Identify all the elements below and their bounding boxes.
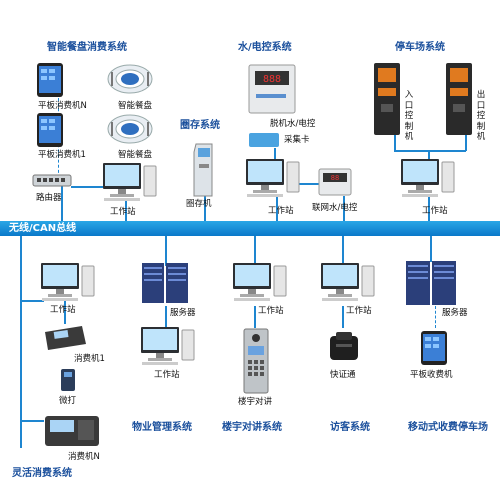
server-mobile-label: 服务器 [442,308,468,318]
workstation-icon [246,159,300,197]
connector-line [20,300,44,302]
connector-line [342,306,344,328]
connector-line [276,196,278,221]
server-property-label: 服务器 [170,308,196,318]
workstation-icon [401,159,455,197]
system-title-property: 物业管理系统 [132,422,192,433]
bus-label: 无线/CAN总线 [9,223,77,234]
online-controller-icon: 88 [318,168,352,196]
entry-controller-icon [374,63,400,135]
system-title-flexible-pay: 灵活消费系统 [12,468,72,479]
exit-controller-icon [446,63,472,135]
pos-n-icon [45,416,99,446]
intercom-unit-label: 楼宇对讲 [238,397,273,407]
connector-line [342,236,344,264]
system-title-mobile-parking: 移动式收费停车场 [408,422,488,433]
tablet-n-label: 平板消费机N [38,101,87,111]
system-title-smart-tray: 智能餐盘消费系统 [47,42,127,53]
server-rack-icon [406,261,456,305]
workstation-icon [233,263,287,301]
collector-card-label: 采集卡 [284,135,310,145]
tablet-pay-icon [421,331,447,365]
connector-line [165,236,167,266]
connector-line [64,300,66,324]
tablet-1-label: 平板消费机1 [38,150,86,160]
server-rack-icon [142,263,188,303]
offline-controller-icon: 888 [248,64,296,114]
tablet-1-icon [37,113,63,147]
connector-line [165,306,167,328]
connector-line [125,200,127,221]
online-controller-label: 联网水/电控 [312,203,358,213]
connector-line [428,196,430,221]
smart-tray-icon [107,64,153,94]
svg-text:888: 888 [263,74,281,85]
collector-card-icon [249,133,279,147]
connector-line [394,150,466,152]
storage-machine-label: 圈存机 [186,199,212,209]
tablet-n-icon [37,63,63,97]
pos-terminal-icon [45,326,86,350]
smart-tray-1-label: 智能餐盘 [118,101,153,111]
svg-text:88: 88 [331,174,339,182]
connector-line [343,196,345,221]
system-title-intercom: 楼宇对讲系统 [222,422,282,433]
system-title-parking: 停车场系统 [395,42,445,53]
connector-line [20,236,22,448]
connector-line [394,135,396,151]
wireless-link [435,306,436,328]
exit-controller-label: 出口控制机 [476,90,486,142]
connector-line [297,183,319,185]
workstation-icon [41,263,95,301]
connector-line [20,420,44,422]
quick-pass-label: 快证通 [330,370,356,380]
ws-flex-label: 工作站 [50,305,76,315]
offline-controller-label: 脱机水/电控 [270,119,316,129]
ws-water-label: 工作站 [268,206,294,216]
system-title-visitor: 访客系统 [330,422,370,433]
smart-tray-icon [107,114,153,144]
system-title-storage: 圈存系统 [180,120,220,131]
ws-tray-label: 工作站 [110,207,136,217]
connector-line [204,196,206,221]
entry-controller-label: 入口控制机 [404,90,414,142]
connector-line [71,186,116,188]
system-title-water-power: 水/电控系统 [238,42,292,53]
ws-property-label: 工作站 [154,370,180,380]
wei-da-label: 微打 [59,396,77,406]
workstation-icon [321,263,375,301]
connector-line [61,186,63,221]
workstation-icon [103,163,157,201]
connector-line [254,306,256,328]
bus-bar [0,221,500,236]
connector-line [274,148,276,168]
ws-parking-label: 工作站 [422,206,448,216]
tablet-pay-label: 平板收费机 [410,370,453,380]
connector-line [254,236,256,264]
intercom-panel-icon [243,328,269,394]
storage-machine-icon [193,143,213,197]
router-icon [32,174,72,187]
router-label: 路由器 [36,193,62,203]
connector-line [430,236,432,262]
ws-visitor-label: 工作站 [346,306,372,316]
pos-1-label: 消费机1 [74,354,105,364]
connector-line [465,135,467,151]
ws-intercom-label: 工作站 [258,306,284,316]
smart-tray-2-label: 智能餐盘 [118,150,153,160]
card-reader-icon [61,369,75,391]
quick-pass-icon [330,332,358,360]
workstation-icon [141,327,195,365]
pos-n-label: 消费机N [68,452,100,462]
